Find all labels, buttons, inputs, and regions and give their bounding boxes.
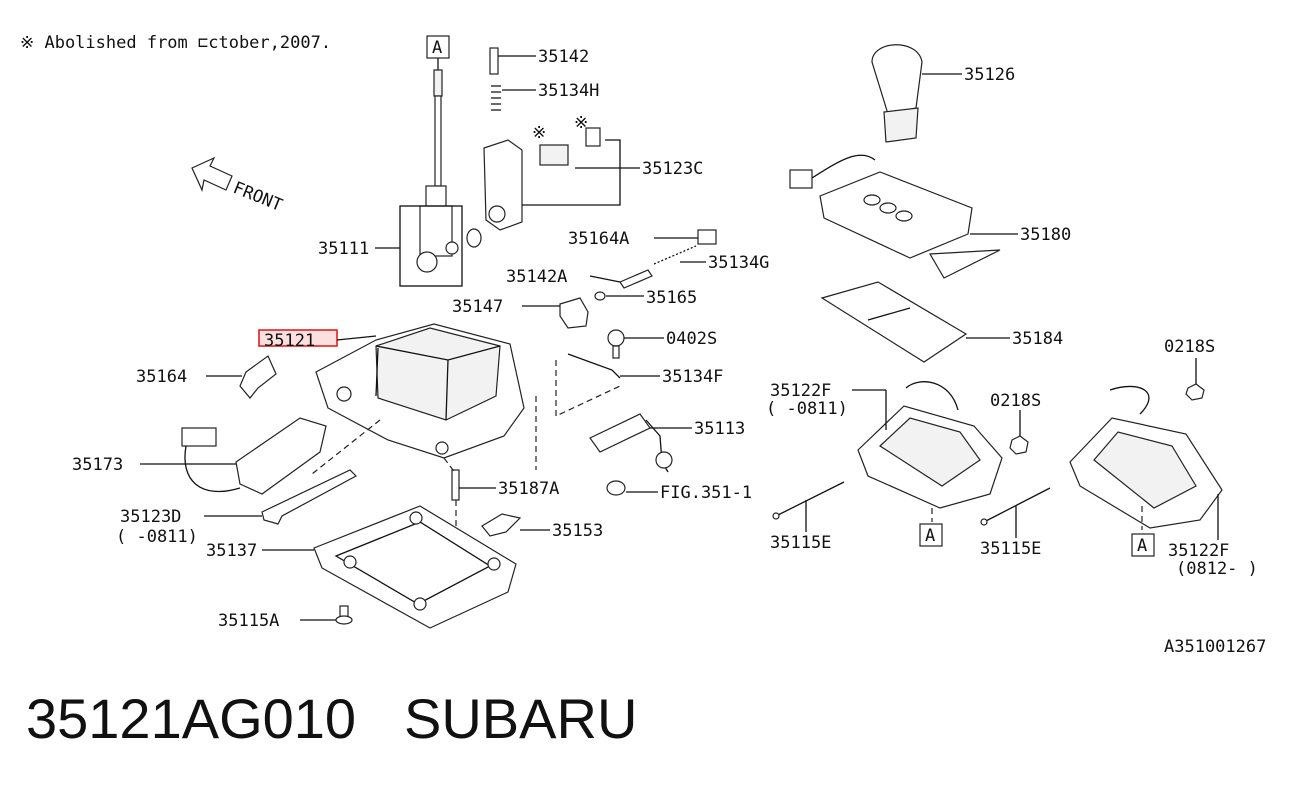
label-35115E-a: 35115E (770, 533, 831, 553)
label-35142A: 35142A (506, 267, 567, 287)
label-35147: 35147 (452, 297, 503, 317)
part-35134G-spring (653, 245, 697, 265)
section-marker-mid: A (919, 523, 943, 547)
part-35164-clip (239, 355, 277, 399)
front-label: FRONT (230, 178, 285, 216)
drawing-id: A351001267 (1164, 637, 1266, 657)
label-fig-351-1: FIG.351-1 (660, 483, 752, 503)
part-35123C-bracket: ※ ※ (483, 113, 601, 231)
part-35113-shaft (589, 413, 673, 473)
part-35134H-spring (491, 85, 501, 111)
part-35115E-rod-b (980, 487, 1051, 526)
part-35164A-clip (697, 229, 717, 245)
part-35122F-late (1069, 385, 1223, 529)
svg-text:A: A (1137, 536, 1147, 556)
svg-text:A: A (925, 526, 935, 546)
part-35142A-pin (619, 269, 653, 289)
label-35122F-late-range: (0812- ) (1176, 559, 1258, 579)
part-35115A-screw (335, 605, 353, 625)
label-35122F-early: 35122F (770, 381, 831, 401)
label-35123C: 35123C (642, 159, 703, 179)
part-35115E-rod-a (772, 481, 845, 520)
section-marker-right: A (1131, 533, 1155, 557)
label-35153: 35153 (552, 521, 603, 541)
label-35134G: 35134G (708, 253, 769, 273)
footer-brand: SUBARU (404, 687, 637, 750)
part-35187A-pin (451, 469, 460, 501)
svg-text:※: ※ (532, 123, 546, 143)
label-35123D: 35123D (120, 507, 181, 527)
abolished-note: ※ Abolished from ⊏ctober,2007. (20, 33, 331, 53)
part-35165-ring (594, 291, 606, 301)
part-35126-knob (871, 44, 923, 143)
front-arrow-icon (191, 156, 233, 192)
label-35126: 35126 (964, 65, 1015, 85)
label-35164A: 35164A (568, 229, 629, 249)
svg-text:※: ※ (574, 113, 588, 133)
label-35164: 35164 (136, 367, 187, 387)
part-35173-switch (181, 417, 327, 495)
footer-part-number: 35121AG010 (26, 687, 356, 750)
part-35137-plate (313, 505, 517, 629)
label-0402S: 0402S (666, 329, 717, 349)
label-35180: 35180 (1020, 225, 1071, 245)
label-35184: 35184 (1012, 329, 1063, 349)
label-35142: 35142 (538, 47, 589, 67)
label-35187A: 35187A (498, 479, 559, 499)
label-35165: 35165 (646, 288, 697, 308)
label-35173: 35173 (72, 455, 123, 475)
label-35122F-late: 35122F (1168, 541, 1229, 561)
part-35134F-rod (567, 353, 621, 379)
part-35142-pin (489, 47, 499, 75)
part-fig-screw (606, 480, 626, 496)
label-35123D-range: ( -0811) (116, 527, 198, 547)
part-35184-cover (820, 281, 968, 363)
part-0402S-screw (607, 329, 625, 359)
label-35137: 35137 (206, 541, 257, 561)
highlight-35121 (258, 329, 338, 347)
label-35115E-b: 35115E (980, 539, 1041, 559)
section-marker-top: A (426, 35, 450, 59)
part-0218S-nut-b (1185, 383, 1205, 401)
label-0218S-a: 0218S (990, 391, 1041, 411)
label-35115A: 35115A (218, 611, 279, 631)
part-35147-block (559, 297, 589, 329)
part-35122F-early (857, 381, 1003, 509)
part-35111-lever (399, 58, 482, 287)
part-0218S-nut-a (1009, 435, 1029, 455)
part-35121-housing (315, 323, 525, 459)
label-35134H: 35134H (538, 81, 599, 101)
part-35123D-bracket (261, 469, 357, 525)
label-0218S-b: 0218S (1164, 337, 1215, 357)
label-35121: 35121 (264, 331, 315, 351)
svg-text:A: A (432, 38, 442, 58)
part-35153-pad (481, 513, 522, 537)
label-35134F: 35134F (662, 367, 723, 387)
label-35111: 35111 (318, 239, 369, 259)
label-35113: 35113 (694, 419, 745, 439)
part-35180-indicator (789, 154, 1001, 279)
label-35122F-early-range: ( -0811) (766, 399, 848, 419)
